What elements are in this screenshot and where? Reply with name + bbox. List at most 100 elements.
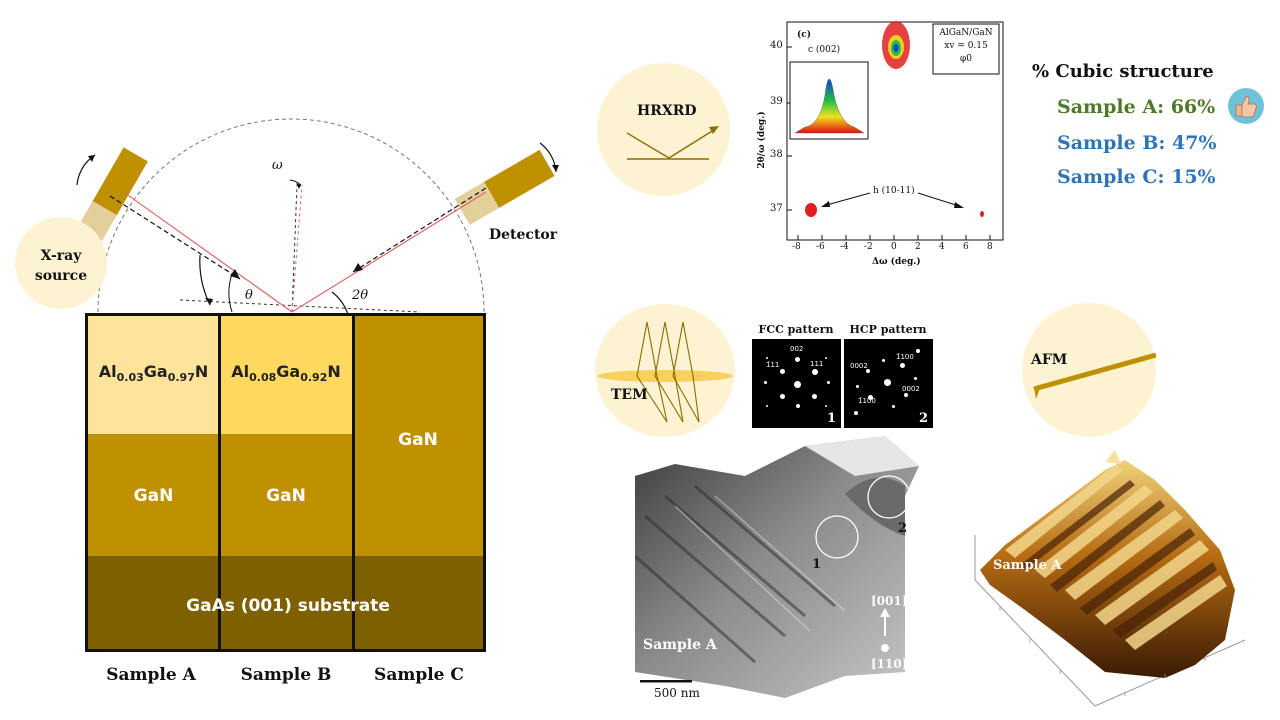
xray-source-label-line2: source (34, 268, 88, 284)
detector-tube (454, 149, 555, 225)
substrate-label: GaAs (001) substrate (186, 596, 390, 616)
hrxrd-legend: AlGaN/GaN xv = 0.15 φ0 (933, 27, 999, 66)
omega-arc (289, 179, 302, 186)
hrxrd-panel-tag: (c) (797, 30, 811, 40)
legend-line1: AlGaN/GaN (939, 28, 993, 38)
b-al: Al (231, 362, 250, 381)
diffracted-beam-dashed (352, 187, 487, 273)
detector-label: Detector (489, 227, 558, 243)
a-ga-sub: 0.97 (167, 371, 195, 385)
tem-icon (597, 321, 733, 423)
fcc-pattern: 002 1̄11 111 1 (752, 339, 841, 428)
sample-c-gan-layer (353, 316, 483, 556)
incident-beam-dashed (109, 195, 241, 280)
hrxrd-icon (626, 126, 719, 160)
a-al-sub: 0.03 (116, 371, 144, 385)
fcc-spot-label: 111 (810, 360, 824, 368)
legend-line3: φ0 (959, 54, 973, 64)
incident-beam (124, 192, 293, 313)
b-ga: Ga (276, 362, 301, 381)
hrxrd-ytick-37: 37 (770, 203, 783, 214)
afm-label: AFM (1031, 352, 1068, 368)
legend-line2: xv = 0.15 (944, 41, 988, 51)
thumbs-up-icon (1228, 88, 1264, 124)
tem-scale-bar-label: 500 nm (654, 686, 700, 700)
hcp-spot-label: 0002 (902, 385, 920, 393)
a-n: N (194, 362, 209, 381)
hcp-spot-label: 1̄100 (896, 353, 914, 361)
xtick: 4 (939, 242, 945, 252)
hcp-spot-label: 0002 (850, 362, 868, 370)
inset-peak (794, 78, 865, 134)
b-ga-sub: 0.92 (300, 371, 328, 385)
tem-marker-2: 2 (898, 521, 908, 536)
hcp-spot-label: 1̄100 (858, 397, 876, 405)
b-al-sub: 0.08 (249, 371, 277, 385)
hrxrd-ylabel: 2θ/ω (deg.) (757, 111, 767, 169)
tem-image-label: Sample A (643, 637, 717, 653)
afm-image-label: Sample A (993, 558, 1062, 573)
fcc-number: 1 (826, 411, 836, 426)
sample-c-gan-label: GaN (398, 430, 438, 450)
tem-micrograph (635, 436, 919, 698)
hcp-number: 2 (918, 411, 928, 426)
omega-symbol: ω (272, 158, 283, 173)
fcc-spot-label: 002 (790, 345, 804, 353)
cubic-sample-c: Sample C: 15% (1057, 166, 1216, 188)
xray-source-label-line1: X-ray (40, 248, 82, 264)
theta-arc (228, 273, 233, 313)
tem-direction-in: [110] (871, 657, 908, 671)
sample-c-caption: Sample C (374, 665, 464, 685)
tem-marker-1: 1 (812, 557, 822, 572)
xtick: 8 (987, 242, 993, 252)
xray-source-label: X-ray source (25, 246, 97, 286)
sample-a-algan-label: Al0.03Ga0.97N (88, 362, 219, 384)
fcc-spot-label: 1̄11 (766, 361, 780, 369)
hrxrd-xlabel: Δω (deg.) (872, 257, 921, 267)
sample-b-algan-layer (219, 316, 353, 434)
hrxrd-ytick-40: 40 (770, 40, 783, 51)
tem-label: TEM (611, 387, 648, 403)
xtick: -8 (792, 242, 801, 252)
two-theta-symbol: 2θ (352, 288, 369, 303)
column-divider-1 (218, 316, 221, 649)
sample-stack: Al0.03Ga0.97N Al0.08Ga0.92N GaN GaN GaN … (85, 313, 486, 652)
sample-a-algan-layer (88, 316, 219, 434)
hrxrd-inset-title: c (002) (808, 45, 841, 55)
theta-symbol: θ (245, 288, 253, 303)
xtick: 2 (915, 242, 921, 252)
substrate-layer (88, 556, 483, 649)
hrxrd-ytick-38: 38 (770, 149, 783, 160)
afm-badge (1022, 303, 1156, 437)
afm-cantilever-icon (1033, 352, 1156, 399)
hcp-title: HCP pattern (849, 323, 927, 336)
large-theta-arc (199, 254, 211, 306)
tilted-normal-red (291, 184, 303, 313)
sample-b-gan-layer (219, 434, 353, 556)
cubic-sample-a: Sample A: 66% (1057, 96, 1216, 118)
xtick: 6 (963, 242, 969, 252)
surface-normal-dashed (291, 184, 298, 313)
a-al: Al (98, 362, 117, 381)
hrxrd-ytick-39: 39 (770, 96, 783, 107)
diffracted-beam (291, 191, 487, 313)
xtick: -4 (840, 242, 849, 252)
sample-a-gan-layer (88, 434, 219, 556)
hrxrd-label: HRXRD (637, 103, 697, 119)
hcp-pattern: 1̄100 0002 0002 1̄100 2 (844, 339, 933, 428)
goniometer-arc (97, 118, 485, 313)
xtick: -2 (864, 242, 873, 252)
hrxrd-annotation: h (10-11) (873, 186, 915, 196)
a-ga: Ga (143, 362, 168, 381)
fcc-title: FCC pattern (758, 323, 834, 336)
b-n: N (327, 362, 341, 381)
surface-line (179, 299, 421, 313)
diffracted-arrowhead (353, 263, 363, 272)
cubic-sample-b: Sample B: 47% (1057, 132, 1217, 154)
xray-source-badge (15, 217, 107, 309)
afm-3d-map (974, 450, 1246, 707)
sample-b-algan-label: Al0.08Ga0.92N (219, 362, 353, 384)
sample-b-caption: Sample B (240, 665, 332, 685)
incident-arrowhead (230, 269, 240, 279)
xtick: 0 (891, 242, 897, 252)
